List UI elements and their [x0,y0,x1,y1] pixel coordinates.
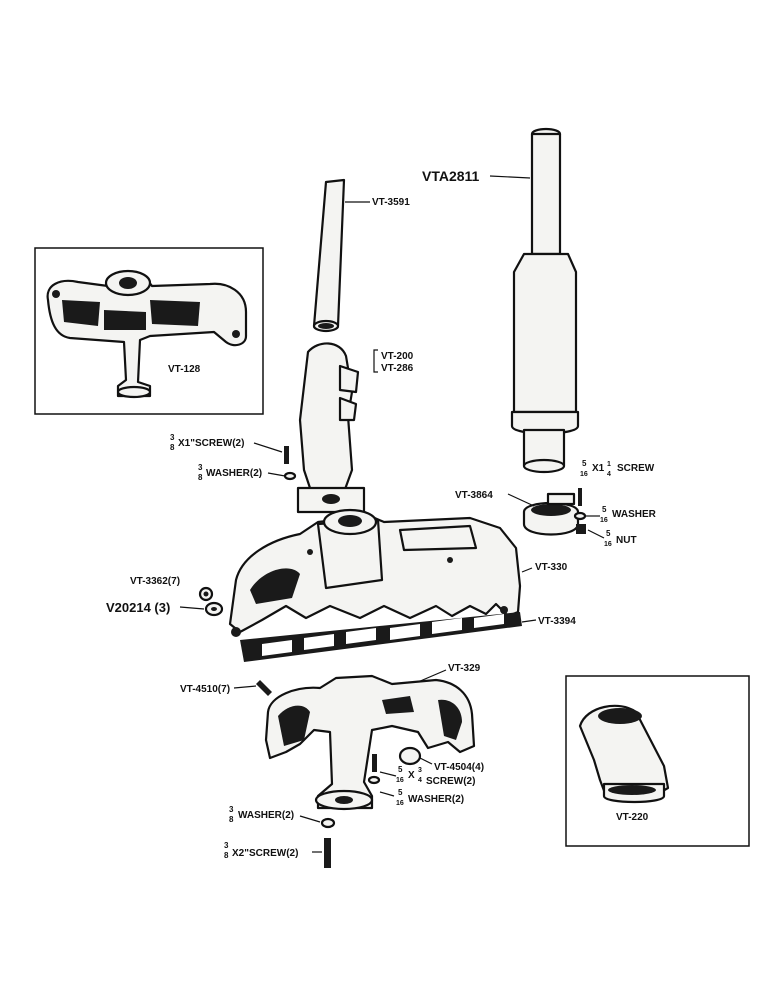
elbow-vt-220-illustration [578,704,670,804]
washer-small-top [283,471,297,481]
frac-num-g: 3 [418,767,422,774]
label-washer-bottom: WASHER(2) [238,810,294,821]
leader-nut-5-16 [587,529,605,539]
label-vt-3864: VT-3864 [455,490,493,501]
label-vt-286: VT-286 [381,363,414,374]
washer-5-16-b [367,775,381,785]
manifold-vt-128-illustration [46,269,248,399]
leader-vt-4504 [419,757,433,765]
screw-small-top [284,446,289,464]
manifold-vt-330 [228,508,522,637]
frac-den-d: 16 [600,517,608,524]
washer-3-8-bottom [320,817,336,829]
frac-num-j: 3 [224,841,229,850]
leader-v20214 [179,606,205,610]
frac-num-e: 5 [606,529,611,538]
frac-num-d: 5 [602,505,607,514]
label-vt-3394: VT-3394 [538,616,576,627]
manifold-vt-329 [264,674,476,811]
label-v20214: V20214 (3) [106,600,170,615]
label-vt-330: VT-330 [535,562,568,573]
stud-vt-4510 [256,680,272,696]
label-x1: X1 [592,463,605,474]
leader-washer-bottom [299,815,321,823]
frac-den-e: 16 [604,541,612,548]
frac-num-i: 3 [229,805,234,814]
label-screw-2: SCREW(2) [426,776,475,787]
screw-3-8x2 [324,838,331,868]
label-washer-top: WASHER(2) [206,468,262,479]
leader-washer-5-16-b [379,791,395,797]
label-vt-128: VT-128 [168,364,201,375]
frac-den-g: 4 [418,777,422,784]
inset-vt-128: VT-128 [34,247,264,415]
pipe-vt-3591 [312,178,346,333]
label-screw-3-8x2: X2"SCREW(2) [232,848,298,859]
frac-num-c: 5 [582,459,587,468]
leader-screw-5-16x3-4 [379,771,397,777]
frac-den-quarter: 4 [607,471,611,478]
leader-vt-329 [417,669,447,683]
label-vt-3362: VT-3362(7) [130,576,180,587]
washer-v20214-hole [211,607,217,611]
label-vt-329: VT-329 [448,663,481,674]
bracket-vt-200 [373,349,378,373]
leader-vt-330 [521,567,533,573]
leader-screw-3-8x1 [253,442,283,453]
frac-den-c: 16 [580,471,588,478]
label-screw-3-8x1: X1"SCREW(2) [178,438,244,449]
frac-den-f: 16 [396,777,404,784]
frac-num-a: 3 [170,433,175,442]
leader-vt-3394 [521,619,537,623]
screw-5-16x3-4 [372,754,377,772]
label-vt-4510: VT-4510(7) [180,684,230,695]
label-vt-3591: VT-3591 [372,197,410,208]
muffler-vta2811 [510,127,580,474]
nut-vt-3362-hole [203,591,209,597]
leader-vt-3864 [507,493,535,507]
frac-num-f: 5 [398,765,403,774]
label-washer-5-16: WASHER [612,509,657,520]
clamp-vt-3864 [522,488,587,536]
inset-vt-220: VT-220 [565,675,750,847]
frac-den-h: 16 [396,800,404,807]
frac-den-j: 8 [224,851,229,860]
elbow-vt-200 [296,342,366,514]
frac-num-h: 5 [398,788,403,797]
leader-vt-4510 [233,685,257,689]
frac-den-i: 8 [229,815,234,824]
leader-washer-top [267,472,286,477]
label-screw-word: SCREW [617,463,655,474]
label-nut-5-16: NUT [616,535,637,546]
label-vt-220: VT-220 [616,812,649,823]
frac-den-b: 8 [198,473,203,482]
leader-vta2811 [489,175,531,179]
frac-num-b: 3 [198,463,203,472]
label-x: X [408,770,415,781]
inset-frame-vt-128 [34,247,264,415]
inset-frame-vt-220 [565,675,750,847]
label-vt-200: VT-200 [381,351,414,362]
label-vta2811: VTA2811 [422,168,480,184]
frac-den-a: 8 [170,443,175,452]
frac-num-quarter: 1 [607,461,611,468]
gasket-vt-3394 [240,612,522,662]
label-vt-4504: VT-4504(4) [434,762,484,773]
gasket-vt-4504 [398,746,422,766]
label-washer-5-16-b: WASHER(2) [408,794,464,805]
